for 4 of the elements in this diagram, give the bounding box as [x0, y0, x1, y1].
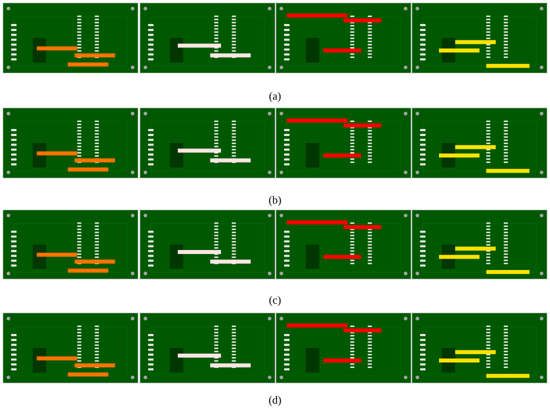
panel-caption: (d) — [269, 396, 281, 406]
panel-caption: (c) — [269, 296, 281, 306]
panel-caption: (b) — [269, 196, 281, 206]
panel-caption: (a) — [269, 92, 281, 102]
